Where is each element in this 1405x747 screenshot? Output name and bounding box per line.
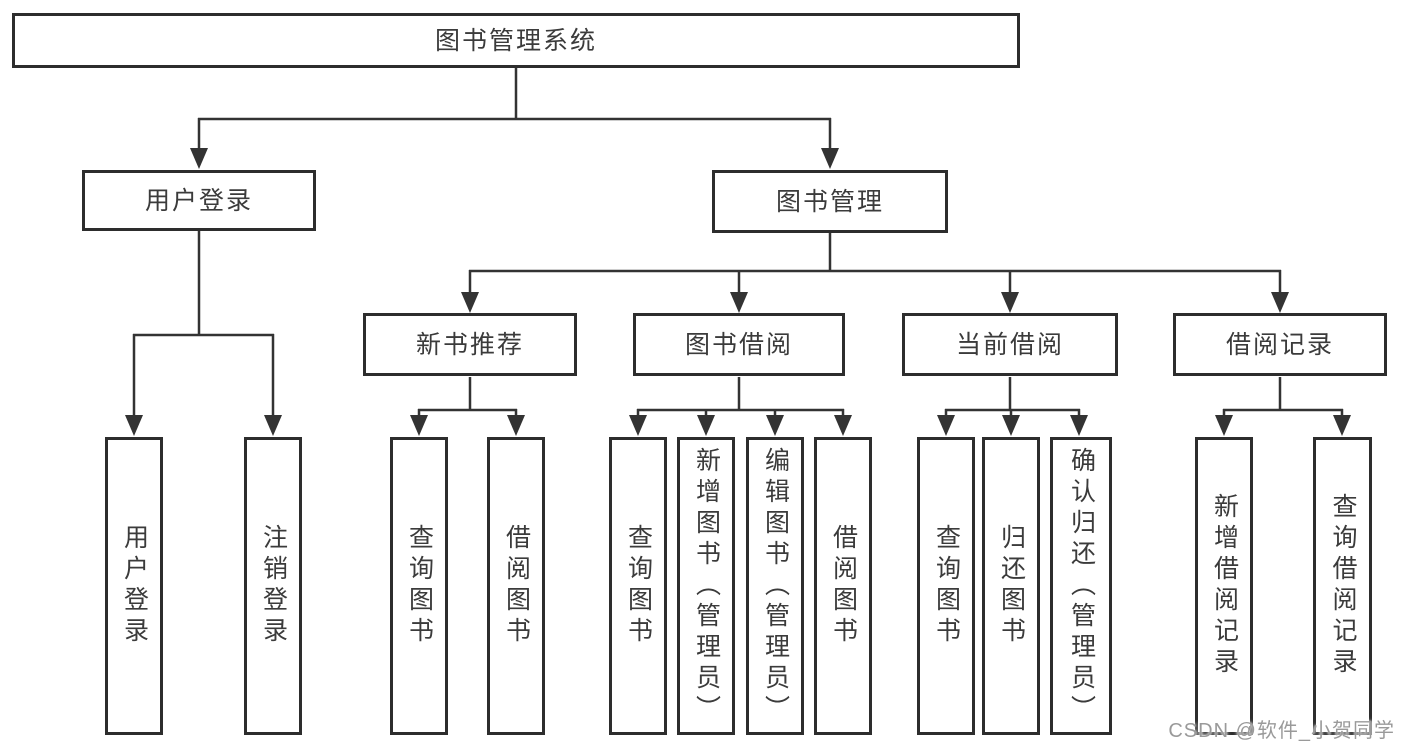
- arrow-current-borrow: [1001, 292, 1019, 313]
- arrow-book-borrow: [730, 292, 748, 313]
- leaf-bb-add-books-admin: 新增图书（管理员）: [677, 437, 735, 735]
- leaf-nb-query-books: 查询图书: [390, 437, 448, 735]
- arrow-bb-query: [629, 415, 647, 436]
- leaf-br-add-record: 新增借阅记录: [1195, 437, 1253, 735]
- arrow-leaf-logout: [264, 415, 282, 436]
- node-book-borrow: 图书借阅: [633, 313, 845, 376]
- arrow-cb-return: [1002, 415, 1020, 436]
- node-current-borrow: 当前借阅: [902, 313, 1118, 376]
- arrow-bb-borrow: [834, 415, 852, 436]
- leaf-cb-query-books: 查询图书: [917, 437, 975, 735]
- arrow-nb-query: [410, 415, 428, 436]
- arrow-cb-confirm: [1070, 415, 1088, 436]
- arrow-br-add: [1215, 415, 1233, 436]
- arrow-book-management: [821, 148, 839, 169]
- arrow-nb-borrow: [507, 415, 525, 436]
- arrow-user-login: [190, 148, 208, 169]
- leaf-user-login: 用户登录: [105, 437, 163, 735]
- node-new-book-recommend: 新书推荐: [363, 313, 577, 376]
- node-user-login: 用户登录: [82, 170, 316, 231]
- leaf-nb-borrow-books: 借阅图书: [487, 437, 545, 735]
- leaf-bb-query-books: 查询图书: [609, 437, 667, 735]
- leaf-br-query-record: 查询借阅记录: [1313, 437, 1372, 735]
- arrow-borrow-records: [1271, 292, 1289, 313]
- arrow-leaf-login: [125, 415, 143, 436]
- arrow-bb-add: [697, 415, 715, 436]
- node-root: 图书管理系统: [12, 13, 1020, 68]
- leaf-cb-confirm-return-admin: 确认归还（管理员）: [1050, 437, 1112, 735]
- arrow-br-query: [1333, 415, 1351, 436]
- leaf-bb-edit-books-admin: 编辑图书（管理员）: [746, 437, 804, 735]
- leaf-bb-borrow-books: 借阅图书: [814, 437, 872, 735]
- leaf-logout: 注销登录: [244, 437, 302, 735]
- leaf-cb-return-books: 归还图书: [982, 437, 1040, 735]
- arrow-cb-query: [937, 415, 955, 436]
- node-book-management: 图书管理: [712, 170, 948, 233]
- csdn-watermark: CSDN @软件_小贺同学: [1168, 720, 1395, 742]
- arrow-bb-edit: [766, 415, 784, 436]
- arrow-new-book: [461, 292, 479, 313]
- node-borrow-records: 借阅记录: [1173, 313, 1387, 376]
